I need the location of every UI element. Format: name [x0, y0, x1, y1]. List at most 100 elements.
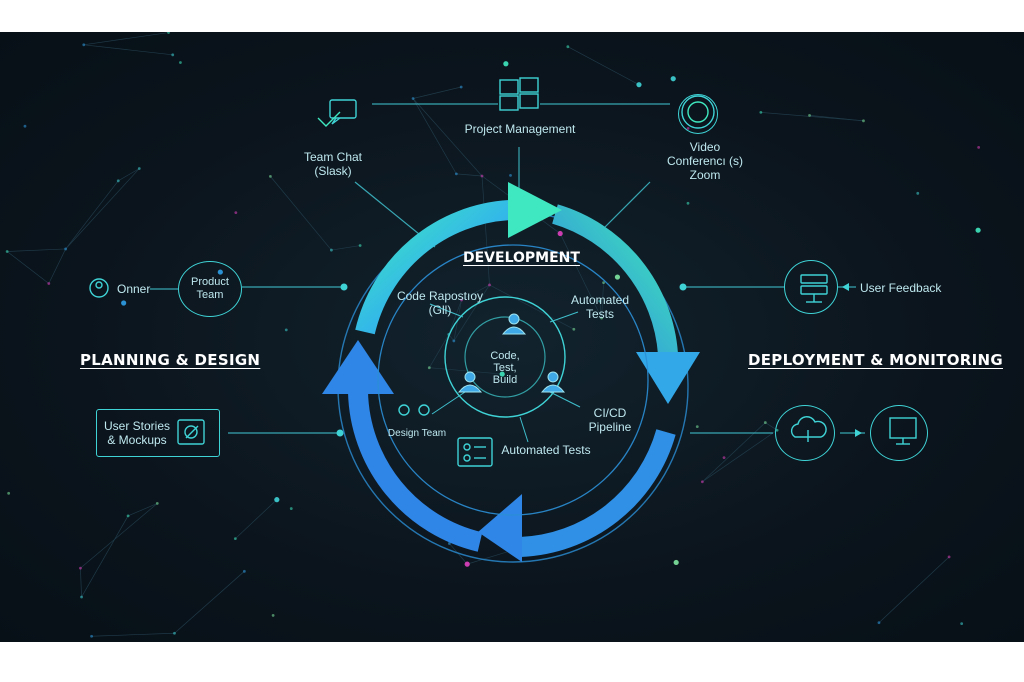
network-node — [358, 244, 362, 247]
arrowhead-icon — [636, 352, 700, 404]
network-node — [975, 227, 981, 233]
network-node — [233, 537, 237, 541]
network-node — [600, 316, 603, 320]
network-node — [137, 167, 141, 170]
network-link — [80, 568, 82, 598]
network-link — [270, 176, 332, 251]
network-node — [171, 53, 175, 57]
network-node — [289, 507, 293, 510]
automated-tests-bottom-label: Automated Tests — [501, 443, 591, 457]
network-node — [454, 172, 458, 176]
diagram-canvas: Product Team PLANNING & DESIGN DEVELOPME… — [0, 32, 1024, 642]
monitoring-node[interactable] — [870, 405, 928, 461]
network-node — [234, 211, 238, 214]
arrowhead-icon — [322, 340, 394, 394]
mockup-icon — [177, 419, 205, 445]
arrowhead-icon — [508, 182, 562, 238]
core-ring — [444, 296, 566, 418]
network-node — [116, 179, 120, 183]
network-node — [977, 145, 981, 149]
network-node — [464, 561, 470, 567]
network-link — [80, 503, 158, 569]
network-link — [81, 515, 129, 598]
network-node — [155, 502, 159, 505]
network-node — [79, 566, 82, 570]
connector-code-repo — [429, 303, 464, 318]
user-stories-label: User Stories & Mockups — [103, 419, 171, 447]
owner-icon — [89, 278, 109, 298]
video-conference-node[interactable] — [678, 94, 718, 134]
network-background — [5, 32, 981, 638]
network-node — [173, 631, 176, 635]
user-feedback-node[interactable] — [784, 260, 838, 314]
network-node — [80, 595, 83, 599]
connector-cicd — [549, 391, 581, 408]
cloud-deploy-node[interactable] — [775, 405, 835, 461]
cycle-arrow-left — [348, 391, 483, 552]
network-node — [274, 497, 280, 503]
product-team-label-2: Team — [196, 289, 224, 301]
junction-dot — [340, 283, 348, 291]
network-link — [235, 499, 278, 539]
owner-label: Onner — [117, 282, 151, 296]
arrowhead-icon — [478, 494, 522, 562]
network-node — [459, 85, 463, 89]
network-link — [559, 233, 602, 319]
network-node — [47, 282, 51, 285]
inner-ring — [377, 244, 649, 516]
network-node — [242, 569, 246, 573]
person-icon — [501, 313, 527, 335]
user-feedback-label: User Feedback — [860, 281, 942, 295]
design-team-label: Design Team — [387, 428, 447, 439]
network-node — [700, 480, 704, 484]
cycle-arrow-right — [552, 204, 678, 355]
network-link — [7, 248, 66, 252]
network-link — [118, 168, 140, 182]
network-node — [916, 191, 920, 195]
network-node — [503, 61, 509, 67]
network-node — [862, 119, 865, 123]
network-link — [448, 299, 462, 335]
network-node — [7, 491, 11, 495]
network-link — [599, 301, 602, 319]
network-node — [759, 111, 763, 114]
network-node — [509, 173, 512, 177]
product-team-node[interactable]: Product Team — [178, 261, 242, 317]
person-icon — [457, 371, 483, 393]
network-link — [601, 282, 604, 319]
network-link — [428, 334, 450, 368]
team-chat-label: Team Chat (Slask) — [303, 150, 363, 178]
network-node — [636, 82, 642, 88]
section-development: DEVELOPMENT — [463, 250, 580, 266]
network-node — [572, 327, 576, 331]
network-node — [330, 248, 333, 252]
network-link — [331, 245, 361, 251]
user-stories-box[interactable] — [96, 409, 220, 457]
network-node — [90, 634, 93, 638]
code-repository-label: Code Rapostıoy (Gll) — [396, 289, 484, 317]
network-node — [598, 299, 602, 303]
network-node — [488, 283, 491, 287]
network-node — [271, 614, 275, 617]
junction-dot — [336, 429, 344, 437]
network-node — [452, 339, 456, 343]
junction-dot — [679, 283, 687, 291]
connector-automated-tests — [519, 416, 529, 443]
person-icon — [540, 371, 566, 393]
network-node — [167, 32, 170, 34]
network-node — [427, 366, 431, 370]
network-node — [614, 274, 621, 280]
network-node — [411, 97, 415, 100]
cycle-arrow-bottom — [519, 429, 676, 557]
network-node — [763, 421, 767, 424]
network-link — [567, 46, 640, 85]
section-deployment-monitoring: DEPLOYMENT & MONITORING — [748, 351, 1003, 369]
network-node — [947, 555, 951, 559]
network-node — [602, 281, 605, 285]
network-link — [91, 632, 175, 637]
network-link — [809, 115, 864, 122]
devops-cycle-diagram — [89, 77, 917, 563]
connector-design-team — [431, 391, 466, 415]
network-node — [64, 247, 68, 251]
network-node — [808, 113, 811, 117]
